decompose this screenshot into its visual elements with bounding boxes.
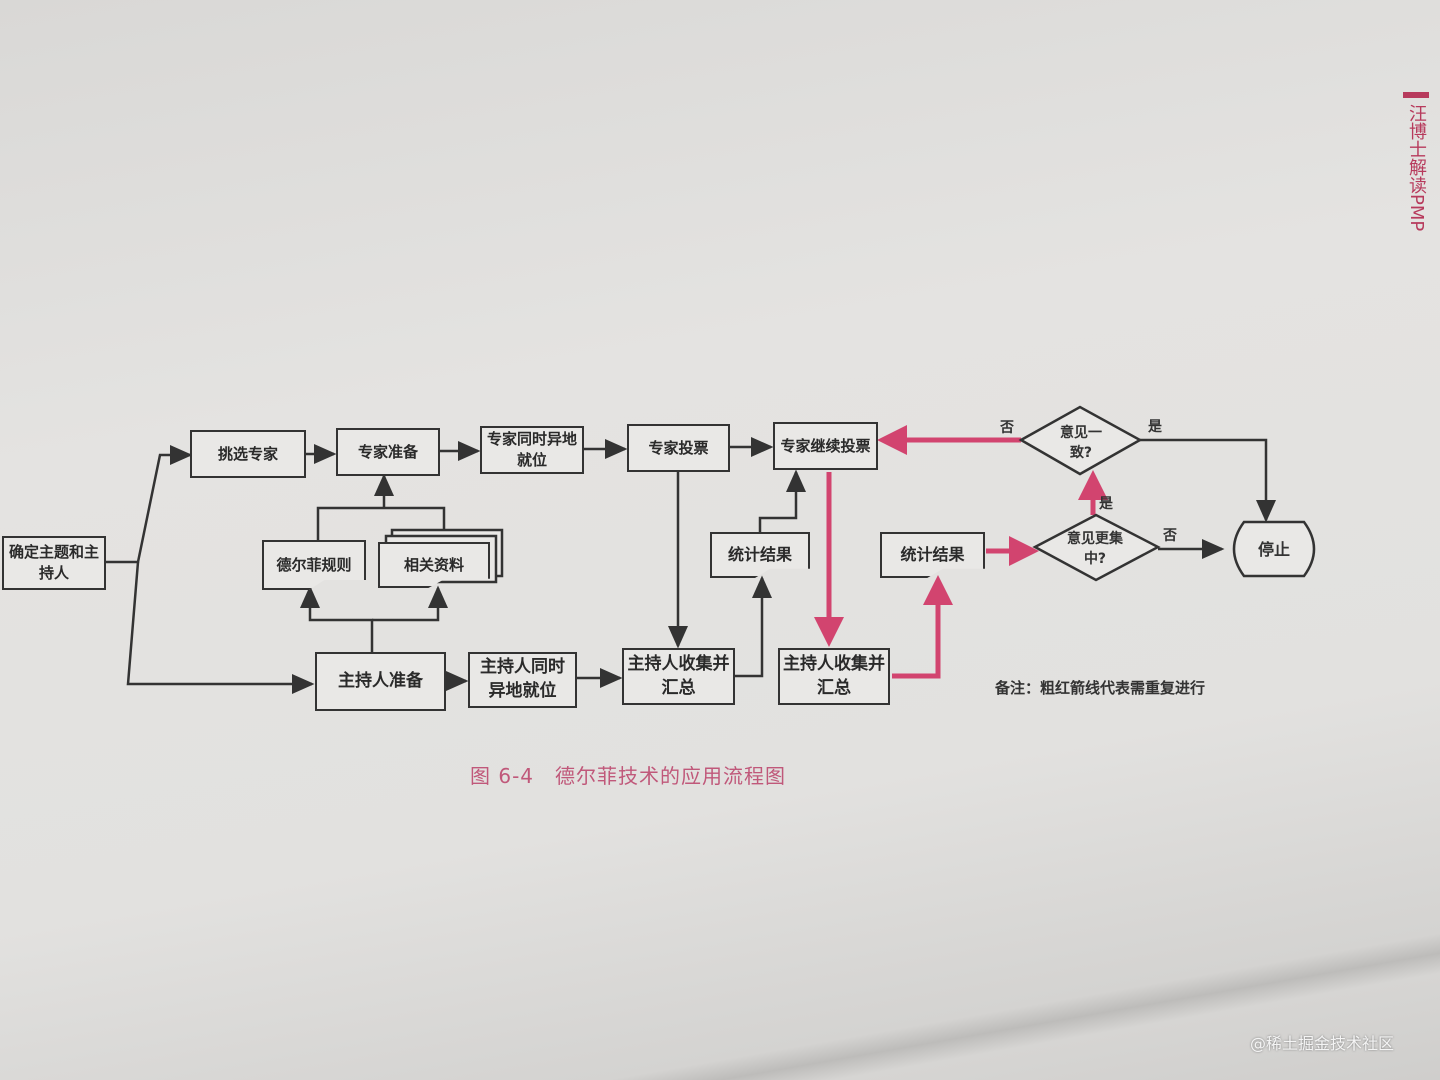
stop-text: 停止 [1257, 540, 1290, 559]
legend-note: 备注：粗红箭线代表需重复进行 [995, 679, 1206, 697]
decision-diamond [1018, 405, 1143, 476]
red-arrow [892, 575, 953, 679]
arrow [1140, 438, 1276, 523]
label-yes: 是 [1099, 496, 1113, 512]
label-no: 否 [1000, 420, 1014, 436]
book-header: 汪博士解读PMP [1403, 92, 1429, 231]
node-expert-prep: 专家准备 [336, 428, 440, 476]
label-no: 否 [1163, 528, 1177, 544]
node-expert-vote: 专家投票 [627, 424, 730, 472]
arrow [106, 445, 193, 564]
node-expert-onsite: 专家同时异地就位 [480, 426, 584, 474]
decision-converge-text: 意见更集中? [1067, 531, 1123, 567]
node-host-collect-1: 主持人收集并汇总 [622, 648, 735, 705]
stop-terminator [1232, 520, 1316, 578]
node-topic: 确定主题和主持人 [2, 536, 106, 590]
arrow [372, 585, 448, 622]
arrow [758, 469, 806, 532]
decision-diamond [1032, 513, 1161, 582]
arrow [300, 585, 374, 652]
node-host-collect-2: 主持人收集并汇总 [778, 648, 890, 705]
arrow [735, 575, 772, 678]
arrow [126, 561, 315, 694]
arrow [316, 476, 446, 540]
decision-consensus-text: 意见一致? [1060, 425, 1102, 461]
figure-caption: 图 6-4 德尔菲技术的应用流程图 [470, 764, 787, 788]
node-select-experts: 挑选专家 [190, 430, 306, 478]
node-expert-continue-vote: 专家继续投票 [773, 422, 878, 470]
watermark: @稀土掘金技术社区 [1250, 1034, 1395, 1053]
label-yes: 是 [1148, 419, 1162, 435]
node-host-prep: 主持人准备 [315, 652, 446, 711]
node-host-onsite: 主持人同时异地就位 [468, 652, 577, 708]
